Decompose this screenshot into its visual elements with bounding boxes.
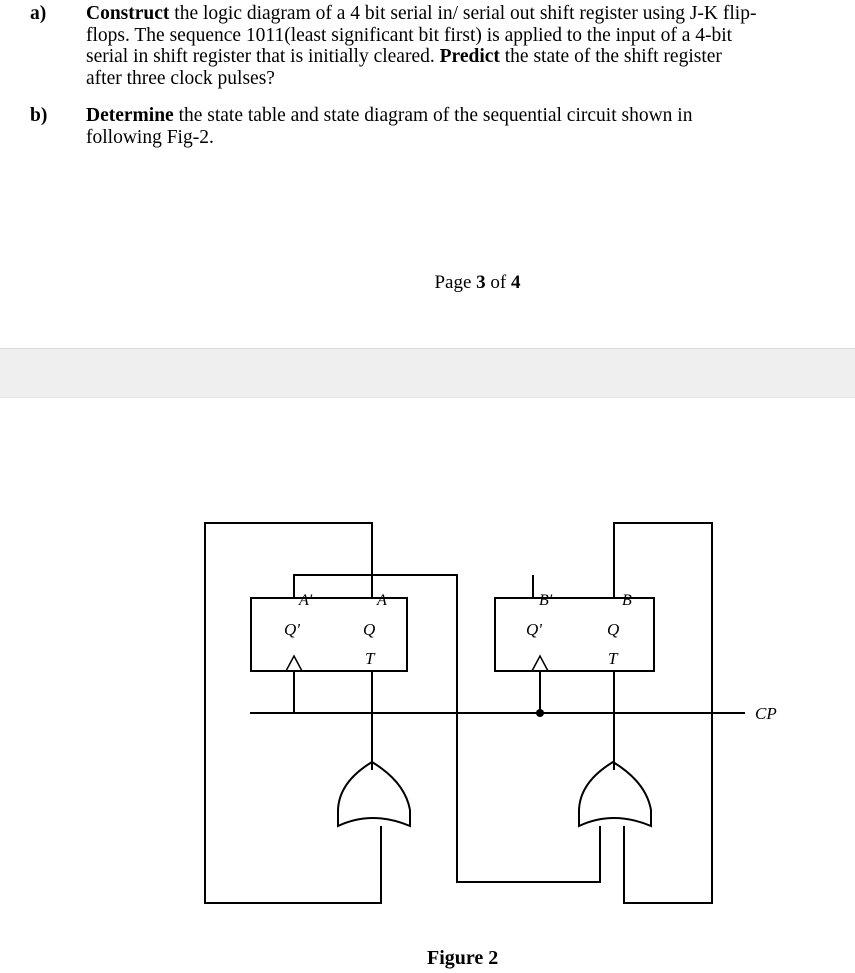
page-number: 3 (476, 272, 486, 293)
clock-junction-dot (536, 709, 544, 717)
wire-a-prime-feedback (204, 522, 382, 904)
label-a: A (376, 592, 387, 609)
label-qa-prime: Q' (284, 620, 300, 639)
label-qb: Q (607, 620, 619, 639)
question-b-text: Determine the state table and state diag… (86, 105, 831, 148)
keyword-predict: Predict (439, 46, 500, 67)
question-b-line-1: Determine the state table and state diag… (86, 105, 693, 126)
flip-flop-a (250, 597, 408, 672)
question-a-line-2: flops. The sequence 1011(least significa… (86, 24, 733, 46)
or-gate-2 (578, 760, 652, 828)
question-a-line-1: Construct the logic diagram of a 4 bit s… (86, 3, 757, 24)
label-qa: Q (363, 620, 375, 639)
question-b-line-2: following Fig-2. (86, 126, 214, 148)
page-total: 4 (511, 272, 521, 293)
question-b-label: b) (30, 105, 48, 126)
label-b-prime: B' (539, 592, 553, 609)
flip-flop-b (494, 597, 655, 672)
keyword-determine: Determine (86, 105, 174, 126)
label-tb: T (608, 649, 619, 668)
label-cp: CP (755, 704, 777, 723)
label-ta: T (365, 649, 376, 668)
question-a-line-3: serial in shift register that is initial… (86, 46, 722, 67)
question-a-line-4: after three clock pulses? (86, 67, 275, 89)
page-3: a) Construct the logic diagram of a 4 bi… (0, 0, 855, 348)
or-gate-1 (337, 760, 411, 828)
question-a-text: Construct the logic diagram of a 4 bit s… (86, 3, 831, 89)
page-separator (0, 348, 855, 398)
keyword-construct: Construct (86, 3, 170, 24)
question-a-label: a) (30, 3, 47, 24)
label-b: B (622, 592, 632, 609)
label-a-prime: A' (298, 592, 313, 609)
figure-caption: Figure 2 (427, 947, 498, 969)
page-footer: Page 3 of 4 (434, 272, 521, 293)
label-qb-prime: Q' (526, 620, 542, 639)
clock-triangle-a (285, 654, 303, 672)
wire-a-to-or2 (371, 574, 601, 883)
clock-triangle-b (531, 654, 549, 672)
